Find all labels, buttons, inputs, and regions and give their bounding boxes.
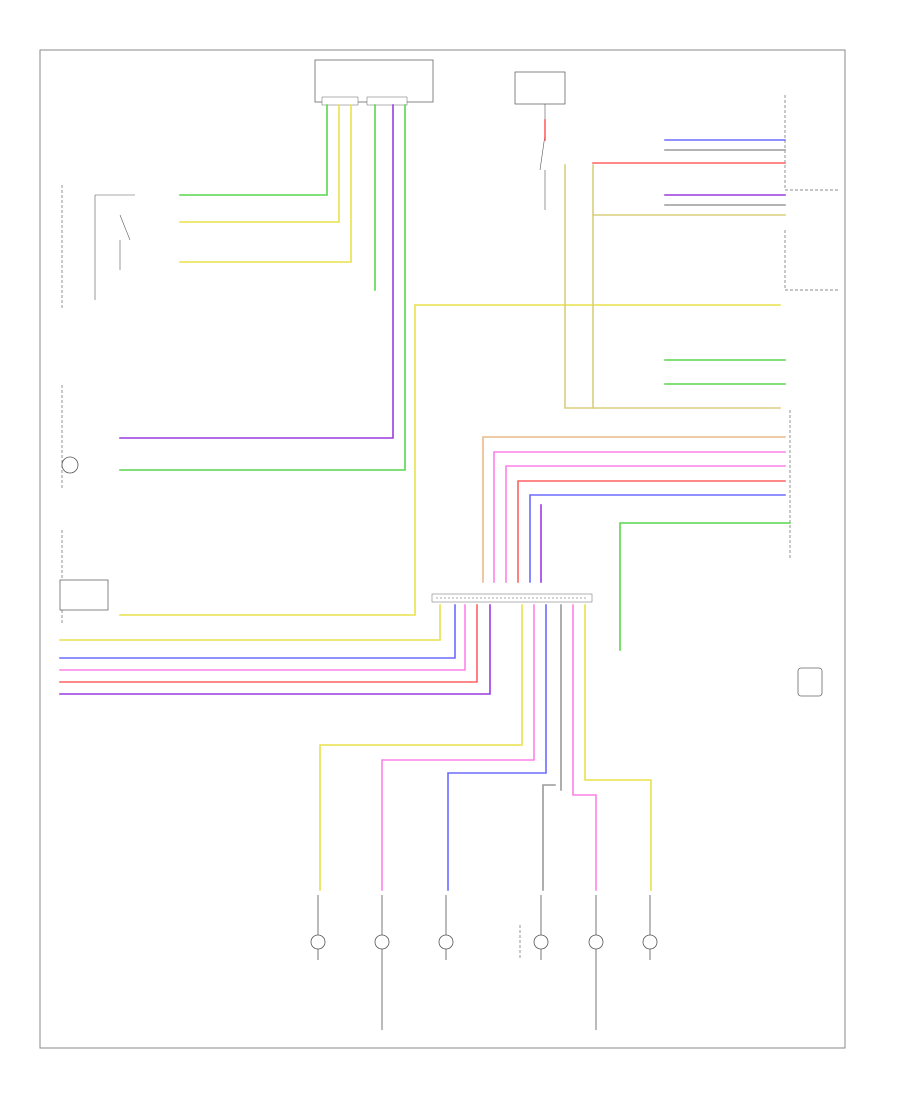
wire-lamp-2: [381, 604, 535, 891]
wire-tan-1: [564, 164, 781, 409]
wire-yellow-1: [179, 104, 340, 223]
wire-lamp-5: [572, 604, 597, 891]
wire-lamp-1: [319, 604, 523, 891]
central-connector: [431, 593, 593, 603]
left-switch-component: [61, 185, 135, 310]
wire-lamp-3: [447, 604, 547, 891]
diagram-frame: [39, 49, 846, 1049]
wire-pink-bus: [493, 451, 786, 583]
lamp-3: [438, 895, 454, 960]
wire-red-bus: [517, 480, 786, 583]
right-rear-module-outline: [784, 95, 840, 191]
left-switch-leads: [94, 194, 135, 300]
switch-pack-pins: [321, 96, 408, 106]
wire-blue-bus: [529, 494, 786, 583]
wire-left-purple: [59, 604, 491, 695]
switch-pack-component: [314, 59, 434, 106]
wire-lamp-4: [542, 784, 556, 891]
wire-orange-bus: [482, 436, 786, 583]
switch-pack-box: [314, 59, 434, 103]
lamp-6: [642, 895, 658, 960]
wire-left-blue: [59, 604, 456, 659]
lamp-2: [374, 895, 390, 1030]
wire-green-loop: [619, 522, 791, 651]
wire-purple-main: [119, 104, 394, 439]
wire-green-1: [179, 104, 328, 196]
lamp-1: [310, 895, 326, 960]
light-switch-top-component: [514, 71, 566, 210]
wire-yellow-long: [119, 304, 781, 616]
lamp-5: [588, 895, 604, 1030]
wire-left-yellow: [59, 604, 441, 641]
light-switch-top-box: [514, 71, 566, 105]
wire-lamp-6: [584, 604, 652, 891]
left-module-lamp: [61, 456, 79, 474]
rear-lamp-socket: [797, 667, 823, 697]
left-lower-module-box: [59, 579, 109, 611]
right-mid-module-outline: [784, 230, 840, 291]
lamp-4: [533, 895, 549, 960]
rear-module-component: [789, 410, 823, 697]
wire-pink-bus-2: [505, 465, 786, 583]
left-modules-component: [59, 385, 109, 625]
lamps: [310, 895, 658, 1030]
right-rear-module-component: [784, 95, 840, 291]
wire-yellow-2: [179, 104, 352, 263]
wire-green-main: [119, 104, 406, 471]
wires: [59, 104, 791, 891]
wire-left-red: [59, 604, 478, 683]
wire-left-pink: [59, 604, 466, 671]
